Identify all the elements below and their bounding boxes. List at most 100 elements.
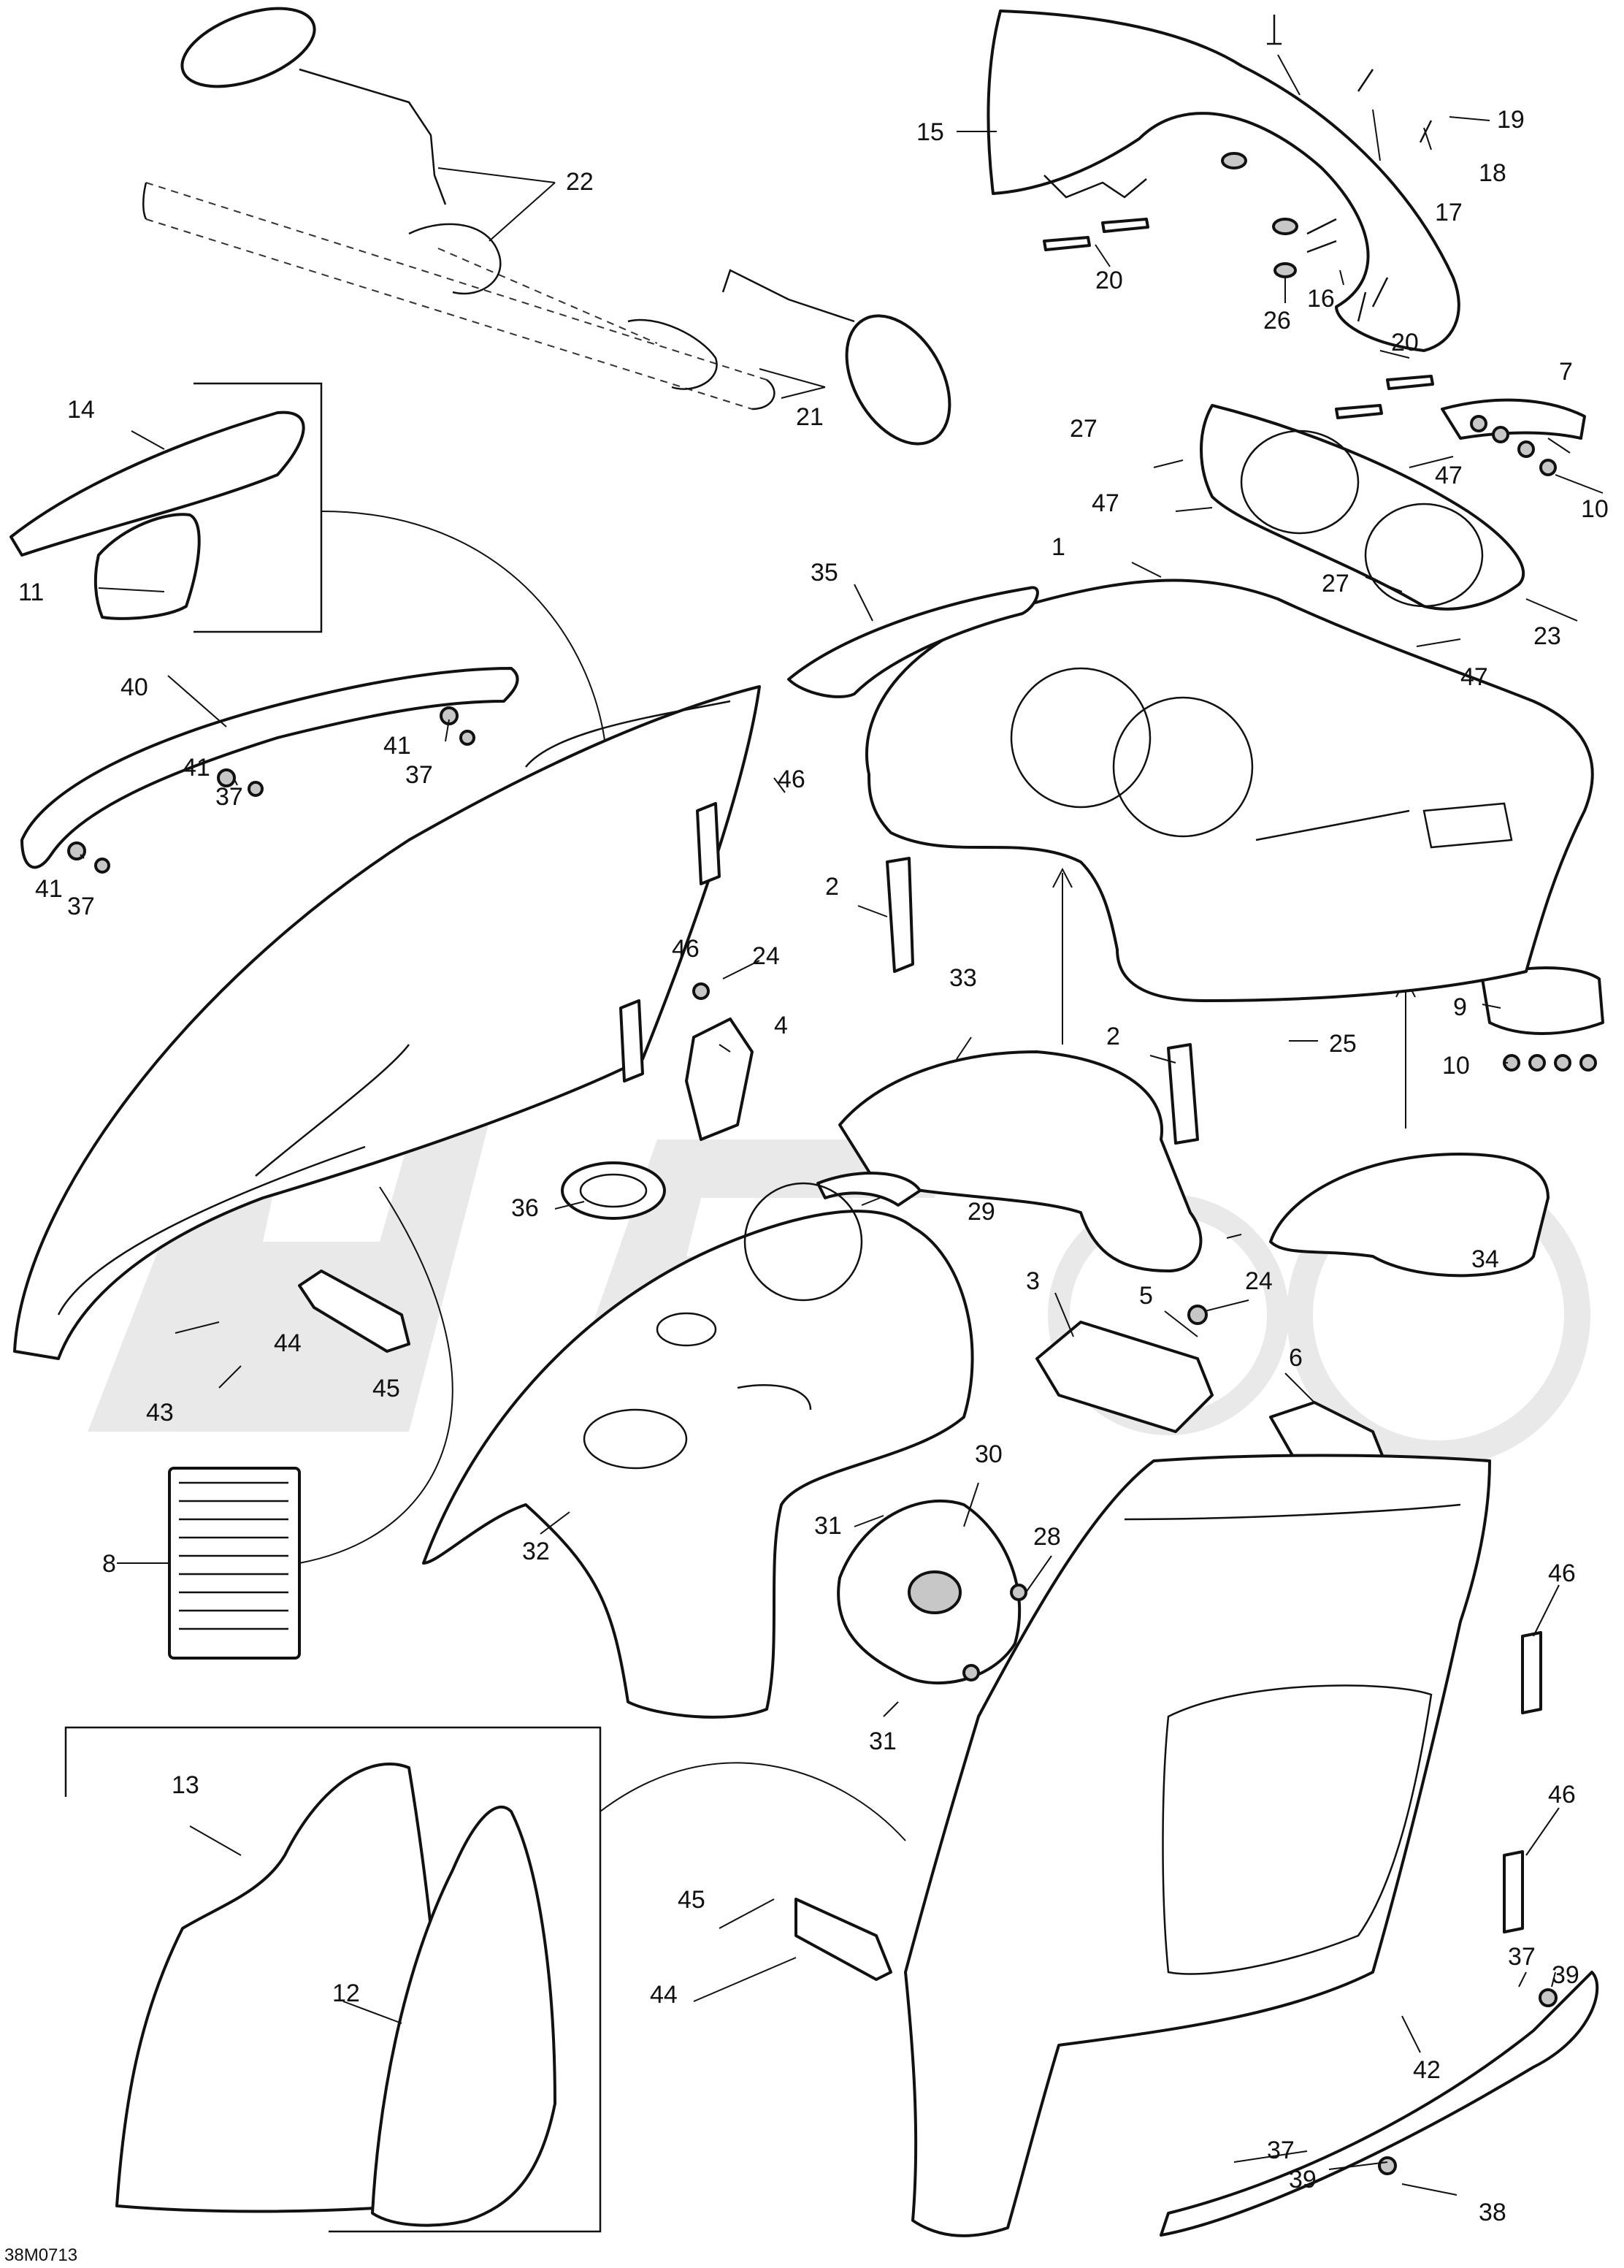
callout-34: 34: [1471, 1245, 1499, 1273]
callout-23: 23: [1533, 622, 1561, 650]
callout-29: 29: [968, 1198, 995, 1226]
callout-44-left: 44: [274, 1329, 302, 1357]
callout-31-lower: 31: [869, 1727, 897, 1755]
callout-41-mid: 41: [183, 754, 210, 782]
callout-32: 32: [522, 1538, 550, 1565]
callout-43: 43: [146, 1399, 174, 1427]
callout-27-lower: 27: [1322, 570, 1349, 597]
part-20-strip-c: [1335, 404, 1383, 419]
part-12-pad: [371, 1806, 556, 2227]
callout-26: 26: [1263, 307, 1291, 335]
callout-4: 4: [774, 1012, 788, 1039]
callout-10-upper: 10: [1581, 495, 1609, 523]
callout-39-right: 39: [1552, 1961, 1579, 1989]
callout-17: 17: [1435, 199, 1463, 226]
part-28-plug-a: [1010, 1584, 1027, 1601]
callout-3: 3: [1026, 1267, 1040, 1295]
callout-18: 18: [1479, 159, 1506, 187]
part-35-trim: [787, 586, 1039, 698]
arc-connector-label: [299, 1186, 453, 1564]
part-11-pad: [93, 513, 201, 620]
callout-39-bottom: 39: [1289, 2166, 1317, 2193]
callout-33: 33: [949, 964, 977, 992]
part-4-bracket: [685, 1017, 754, 1141]
part-44-handle-left: [298, 1269, 410, 1353]
callout-41-left: 41: [35, 875, 63, 903]
part-39-nut-b: [1378, 2156, 1397, 2175]
part-30-ignition-housing: [837, 1499, 1022, 1685]
callout-19: 19: [1497, 106, 1525, 134]
callout-24-upper: 24: [752, 942, 780, 970]
diagram-code: 38M0713: [4, 2245, 77, 2265]
callout-20-top: 20: [1095, 267, 1123, 294]
callout-15: 15: [916, 118, 944, 146]
callout-46-right-a: 46: [1548, 1559, 1576, 1587]
part-28-plug-b: [962, 1664, 980, 1681]
part-24-grommet-b: [1187, 1305, 1208, 1325]
part-43-side-panel-left: [13, 685, 761, 1360]
callout-16: 16: [1307, 285, 1335, 313]
part-7-trim: [1441, 398, 1586, 440]
part-46-strip-a: [696, 802, 721, 885]
part-34-bolster: [1269, 1153, 1550, 1278]
callout-21: 21: [796, 403, 824, 431]
part-2-clip-b: [1167, 1043, 1199, 1145]
part-33-bolster: [838, 1050, 1203, 1272]
callout-37-right: 37: [1508, 1943, 1536, 1971]
callout-24-lower: 24: [1245, 1267, 1273, 1295]
callout-31-upper: 31: [814, 1512, 842, 1540]
part-15-windshield: [987, 9, 1460, 352]
callout-5: 5: [1139, 1282, 1153, 1310]
part-10-clips-b: [1503, 1054, 1597, 1072]
callout-22: 22: [566, 168, 594, 196]
callout-37-top: 37: [405, 761, 433, 789]
part-8-label: [168, 1467, 301, 1660]
fasteners-16-19-26: [1221, 15, 1433, 278]
callout-41-top: 41: [383, 732, 411, 760]
part-14-cover: [9, 411, 305, 557]
part-36-ring: [561, 1161, 666, 1220]
part-36-ring-inner: [579, 1173, 648, 1208]
part-46-strip-c: [1521, 1631, 1542, 1714]
callout-8: 8: [102, 1550, 116, 1578]
inset-frame-top-left: [194, 382, 323, 633]
callout-labels: 22 21 15 19 18 17 20 16 26 20 7 27 47 10…: [4, 106, 1609, 2265]
part-10-clips-a: [1470, 415, 1557, 476]
callout-28: 28: [1033, 1523, 1061, 1551]
callout-12: 12: [332, 1979, 360, 2007]
callout-20-right: 20: [1391, 329, 1419, 356]
callout-27-upper: 27: [1070, 415, 1098, 443]
callout-45-lower: 45: [678, 1886, 705, 1914]
callout-37-bottom: 37: [1267, 2137, 1295, 2164]
part-29-cap: [816, 1172, 922, 1207]
part-23-gauge-bezel: [1200, 404, 1525, 611]
arc-connector-lower: [600, 1762, 906, 1841]
callout-40: 40: [120, 673, 148, 701]
part-20-strip-b: [1101, 218, 1149, 233]
callout-45-left: 45: [372, 1375, 400, 1402]
part-46-strip-d: [1503, 1850, 1524, 1933]
callout-36: 36: [511, 1194, 539, 1222]
callout-46-upper-b: 46: [672, 935, 700, 963]
callout-10-lower: 10: [1442, 1052, 1470, 1080]
part-42-side-panel-right: [904, 1454, 1491, 2237]
part-44-handle-right: [794, 1898, 892, 1981]
callout-1: 1: [1052, 533, 1065, 561]
callout-37-mid: 37: [215, 783, 243, 811]
mirror-handlebar-assembly: [142, 7, 951, 446]
part-20-strip-d: [1386, 375, 1434, 390]
callout-9: 9: [1453, 993, 1467, 1021]
callout-46-right-b: 46: [1548, 1781, 1576, 1809]
callout-46-upper-a: 46: [778, 765, 805, 793]
part-38-trim: [1160, 1971, 1599, 2237]
part-1-dash-panel: [865, 579, 1594, 1002]
callout-44-lower: 44: [650, 1981, 678, 2009]
part-2-clip-a: [886, 857, 914, 973]
callout-2-right: 2: [1106, 1023, 1120, 1050]
part-46-strip-b: [619, 999, 644, 1083]
callout-7: 7: [1559, 358, 1573, 386]
callout-14: 14: [67, 396, 95, 424]
callout-37-left: 37: [67, 893, 95, 920]
callout-47-left: 47: [1092, 489, 1119, 517]
